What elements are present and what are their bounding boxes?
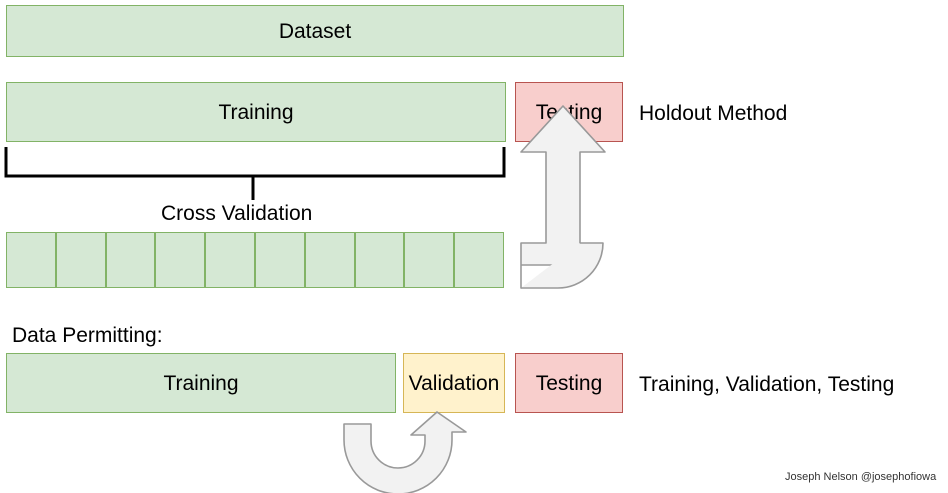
cv-fold-cell	[404, 232, 455, 288]
dp-training-label: Training	[163, 371, 239, 395]
holdout-method-label: Holdout Method	[639, 102, 788, 125]
cv-fold-cell	[105, 232, 156, 288]
cv-fold-cell	[55, 232, 106, 288]
cv-fold-cell	[255, 232, 305, 288]
cv-fold-cell	[155, 232, 206, 288]
cv-fold-cell	[304, 232, 355, 288]
credit-text: Joseph Nelson @josephofiowa	[785, 471, 937, 483]
dp-validation-box: Validation	[403, 353, 505, 413]
data-permitting-label: Data Permitting:	[12, 324, 163, 347]
cross-validation-label: Cross Validation	[161, 202, 313, 225]
cross-validation-bracket	[4, 147, 506, 200]
bent-up-arrow-icon	[520, 105, 606, 289]
dp-training-box: Training	[6, 353, 396, 413]
cv-fold-cell	[354, 232, 405, 288]
dp-validation-label: Validation	[408, 371, 500, 395]
dataset-box: Dataset	[6, 5, 624, 57]
dp-testing-label: Testing	[535, 371, 603, 395]
cv-fold-cell	[205, 232, 255, 288]
training-validation-testing-label: Training, Validation, Testing	[639, 373, 895, 396]
u-turn-arrow-icon	[343, 411, 467, 493]
dataset-label: Dataset	[278, 19, 352, 43]
cross-validation-folds	[6, 232, 504, 288]
cv-fold-cell	[454, 232, 504, 288]
dp-testing-box: Testing	[515, 353, 623, 413]
cv-fold-cell	[6, 232, 56, 288]
holdout-training-box: Training	[6, 82, 506, 142]
holdout-training-label: Training	[218, 100, 294, 124]
